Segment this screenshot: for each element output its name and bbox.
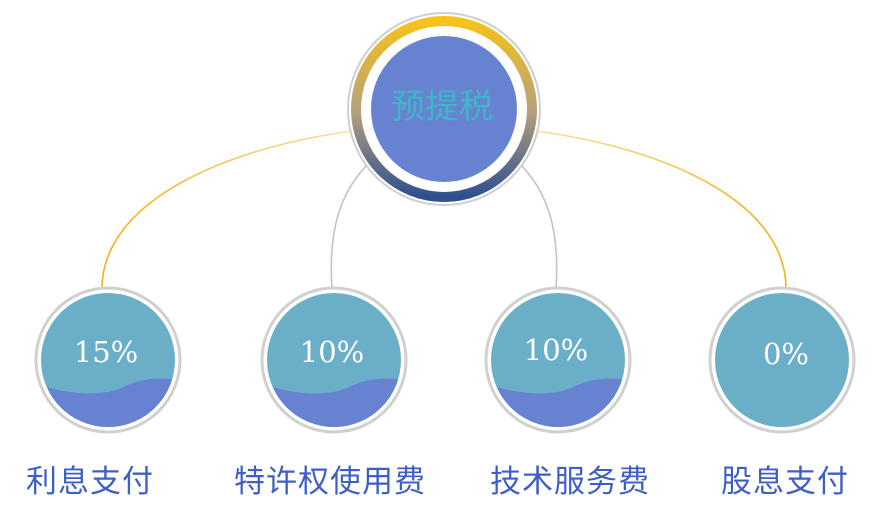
node-rate: 15% (74, 335, 138, 369)
node-circle (715, 293, 849, 427)
node-rate: 0% (763, 337, 809, 371)
node-rate: 10% (300, 335, 364, 369)
root-label: 预提税 (391, 87, 493, 127)
root-circle (371, 36, 517, 182)
label-dividend: 股息支付 (721, 464, 849, 500)
label-technical-fee: 技术服务费 (490, 464, 650, 500)
node-royalty: 10% (260, 286, 408, 434)
node-rate: 10% (524, 333, 588, 367)
connector-line-dividend (527, 129, 787, 292)
node-technical-fee: 10% (484, 286, 632, 434)
node-interest: 15% (34, 286, 182, 434)
label-royalty: 特许权使用费 (234, 464, 426, 500)
node-dividend: 0% (708, 286, 856, 434)
connector-line-technical-fee (515, 159, 558, 290)
root-node: 预提税 (347, 12, 541, 206)
connector-line-interest (101, 129, 361, 292)
label-interest: 利息支付 (26, 464, 154, 500)
connector-line-royalty (330, 159, 373, 290)
